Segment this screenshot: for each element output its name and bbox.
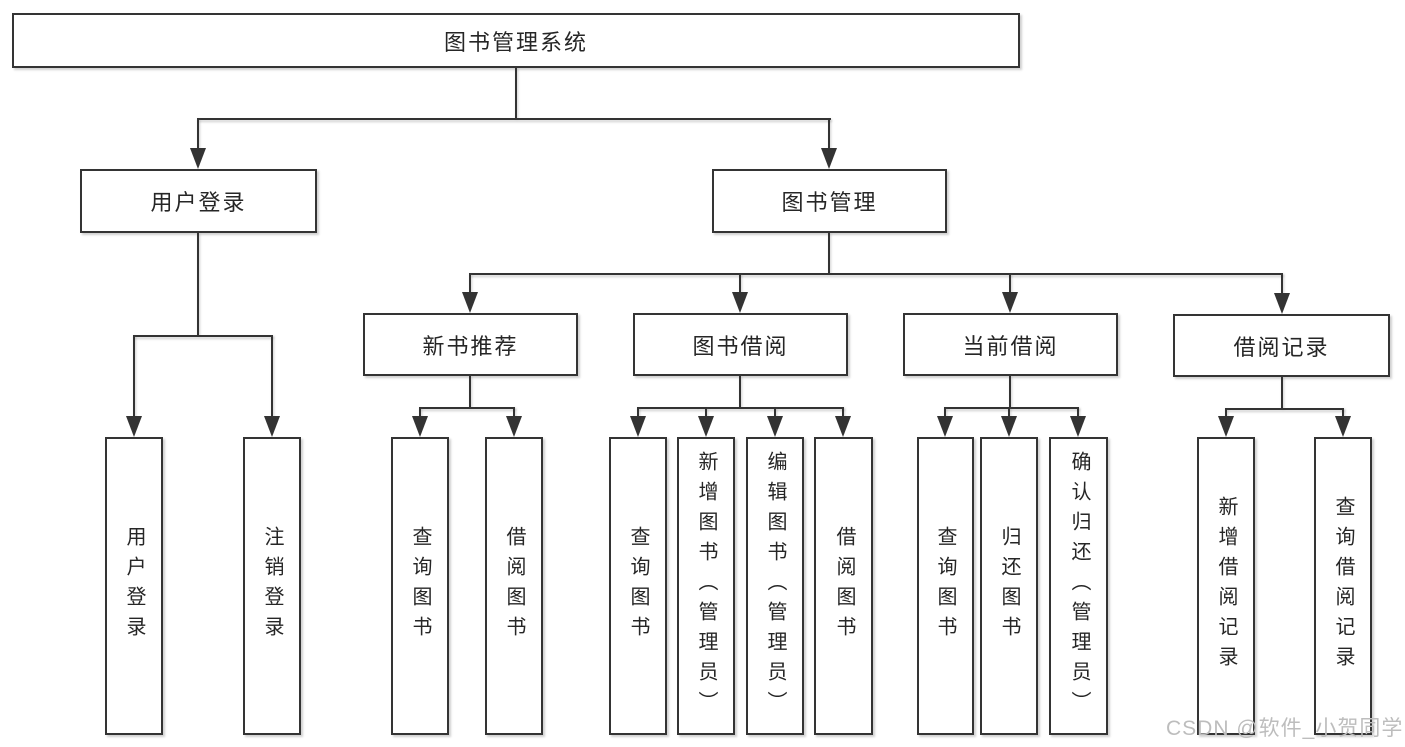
arrow-down-icon <box>835 416 851 437</box>
arrow-down-icon <box>1335 416 1351 437</box>
node-borrowing-records: 借阅记录 <box>1173 314 1390 377</box>
connector-br-stem <box>1281 377 1283 408</box>
connector-cb-stem <box>1009 376 1011 407</box>
arrow-down-icon <box>412 416 428 437</box>
connector-to-user-login <box>197 118 199 152</box>
connector-user-rail <box>133 335 273 337</box>
arrow-down-icon <box>264 416 280 437</box>
connector-to-leaf-user-login <box>133 335 135 420</box>
connector-to-new-book-recommend <box>469 273 471 295</box>
leaf-bb-add-books-admin: 新增图书（管理员） <box>677 437 735 735</box>
leaf-cb-confirm-return-admin: 确认归还（管理员） <box>1049 437 1108 735</box>
connector-bb-leaf4 <box>842 407 844 420</box>
connector-root-stem <box>515 68 517 118</box>
connector-bb-stem <box>739 376 741 407</box>
node-new-book-recommend: 新书推荐 <box>363 313 578 376</box>
connector-cb-leaf1 <box>944 407 946 420</box>
leaf-cb-return-books: 归还图书 <box>980 437 1038 735</box>
connector-cb-leaf3 <box>1077 407 1079 420</box>
connector-bb-leaf1 <box>637 407 639 420</box>
connector-cb-rail <box>944 407 1079 409</box>
node-user-login: 用户登录 <box>80 169 317 233</box>
connector-bb-leaf2 <box>705 407 707 420</box>
connector-to-leaf-logout <box>271 335 273 420</box>
connector-to-borrowing-records <box>1281 273 1283 295</box>
connector-nbr-stem <box>469 376 471 407</box>
arrow-down-icon <box>462 292 478 313</box>
arrow-down-icon <box>630 416 646 437</box>
arrow-down-icon <box>1002 292 1018 313</box>
node-current-borrowing: 当前借阅 <box>903 313 1118 376</box>
arrow-down-icon <box>1070 416 1086 437</box>
node-book-borrowing: 图书借阅 <box>633 313 848 376</box>
connector-br-rail <box>1225 408 1344 410</box>
connector-nbr-leaf1 <box>419 407 421 420</box>
connector-bb-rail <box>637 407 844 409</box>
csdn-watermark: CSDN @软件_小贺同学 <box>1166 717 1404 740</box>
connector-nbr-rail <box>419 407 515 409</box>
connector-to-current-borrowing <box>1009 273 1011 295</box>
leaf-logout: 注销登录 <box>243 437 301 735</box>
connector-to-book-borrowing <box>739 273 741 295</box>
arrow-down-icon <box>126 416 142 437</box>
leaf-bb-query-books: 查询图书 <box>609 437 667 735</box>
connector-nbr-leaf2 <box>513 407 515 420</box>
connector-cb-leaf2 <box>1008 407 1010 420</box>
connector-book-rail <box>470 273 1283 275</box>
leaf-bb-edit-books-admin: 编辑图书（管理员） <box>746 437 804 735</box>
leaf-nbr-query-books: 查询图书 <box>391 437 449 735</box>
arrow-down-icon <box>190 148 206 169</box>
arrow-down-icon <box>506 416 522 437</box>
arrow-down-icon <box>937 416 953 437</box>
arrow-down-icon <box>698 416 714 437</box>
node-book-management: 图书管理 <box>712 169 947 233</box>
arrow-down-icon <box>732 292 748 313</box>
leaf-nbr-borrow-books: 借阅图书 <box>485 437 543 735</box>
connector-root-rail <box>198 118 831 120</box>
leaf-br-add-record: 新增借阅记录 <box>1197 437 1255 735</box>
connector-br-leaf1 <box>1225 408 1227 420</box>
connector-br-leaf2 <box>1342 408 1344 420</box>
arrow-down-icon <box>1001 416 1017 437</box>
connector-book-stem <box>828 233 830 273</box>
node-root-library-system: 图书管理系统 <box>12 13 1020 68</box>
arrow-down-icon <box>1274 293 1290 314</box>
leaf-user-login: 用户登录 <box>105 437 163 735</box>
leaf-bb-borrow-books: 借阅图书 <box>814 437 873 735</box>
arrow-down-icon <box>1218 416 1234 437</box>
leaf-cb-query-books: 查询图书 <box>917 437 974 735</box>
connector-user-stem <box>197 233 199 335</box>
connector-bb-leaf3 <box>774 407 776 420</box>
arrow-down-icon <box>821 148 837 169</box>
leaf-br-query-record: 查询借阅记录 <box>1314 437 1372 735</box>
connector-to-book-management <box>828 118 830 152</box>
arrow-down-icon <box>767 416 783 437</box>
